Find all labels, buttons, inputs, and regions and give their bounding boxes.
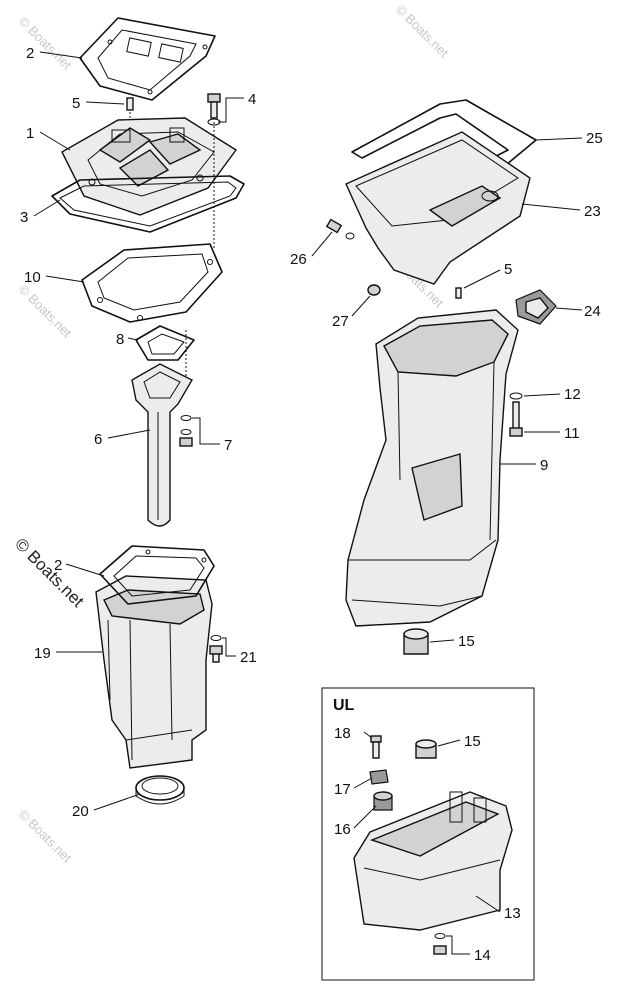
leader-lines: [33, 51, 583, 955]
callout-9: 9: [540, 457, 548, 474]
part-13-plate: [353, 791, 513, 931]
callout-24: 24: [584, 303, 601, 320]
callout-2: 2: [26, 45, 34, 62]
part-12-washer: [509, 392, 523, 400]
part-20-seal-ring: [135, 775, 185, 805]
watermark: © Boats.net: [16, 282, 75, 341]
callout-12: 12: [564, 386, 581, 403]
callout-1: 1: [26, 125, 34, 142]
callout-27: 27: [332, 313, 349, 330]
callout-2-lower: 2: [54, 557, 62, 574]
callout-19: 19: [34, 645, 51, 662]
inset-title: UL: [333, 697, 355, 714]
callout-23: 23: [584, 203, 601, 220]
part-2-gasket-lower: [99, 545, 215, 605]
part-24-rubber-mount: [515, 289, 557, 325]
watermark: © Boats.net: [393, 2, 452, 61]
callout-16: 16: [334, 821, 351, 838]
callout-7: 7: [224, 437, 232, 454]
watermark: © Boats.net: [16, 14, 75, 73]
part-9-upper-casing: [345, 309, 519, 627]
part-10-gasket: [81, 243, 223, 323]
callout-14: 14: [474, 947, 491, 964]
part-1-mount-plate: [61, 117, 238, 216]
part-7-bolts: [179, 415, 193, 447]
watermark-large: © Boats.net: [11, 534, 88, 611]
callout-18: 18: [334, 725, 351, 742]
callout-15: 15: [458, 633, 475, 650]
part-19-exhaust-housing: [95, 575, 213, 769]
part-18-bolt: [370, 735, 382, 759]
callout-6: 6: [94, 431, 102, 448]
part-14-bolt: [433, 933, 447, 955]
part-26-bolt: [325, 218, 355, 240]
callout-13: 13: [504, 905, 521, 922]
callout-labels: 2 1 5 4 3 10 8 6 7 2 19 21 20 25 23 26 2…: [20, 45, 603, 964]
part-11-bolt: [509, 401, 523, 437]
part-6-exhaust-pipe: [131, 363, 193, 527]
part-23-lower-cover: [345, 131, 531, 285]
callout-20: 20: [72, 803, 89, 820]
callout-21: 21: [240, 649, 257, 666]
part-2-gasket-top: [79, 17, 216, 101]
callout-4: 4: [248, 91, 256, 108]
part-5-dowel-pin-right: [455, 287, 462, 299]
part-17-bracket: [369, 769, 389, 785]
part-5-dowel-pin: [126, 97, 134, 111]
part-21-bolt: [209, 635, 223, 663]
callout-15-inset: 15: [464, 733, 481, 750]
callout-5-right: 5: [504, 261, 512, 278]
part-15-grommet: [403, 628, 429, 655]
inset-ul: UL: [321, 687, 535, 981]
callout-5: 5: [72, 95, 80, 112]
callout-3: 3: [20, 209, 28, 226]
part-3-seal-ring: [51, 175, 245, 233]
part-8-small-gasket: [135, 325, 195, 361]
callout-17: 17: [334, 781, 351, 798]
part-27-grommet: [367, 284, 381, 296]
watermark: © Boats.net: [16, 807, 75, 866]
part-15-grommet-inset: [415, 739, 437, 759]
part-16-grommet: [373, 791, 393, 811]
callout-11: 11: [564, 425, 580, 442]
callout-25: 25: [586, 130, 603, 147]
callout-10: 10: [24, 269, 41, 286]
callout-8: 8: [116, 331, 124, 348]
callout-26: 26: [290, 251, 307, 268]
part-4-bolt: [207, 93, 221, 126]
